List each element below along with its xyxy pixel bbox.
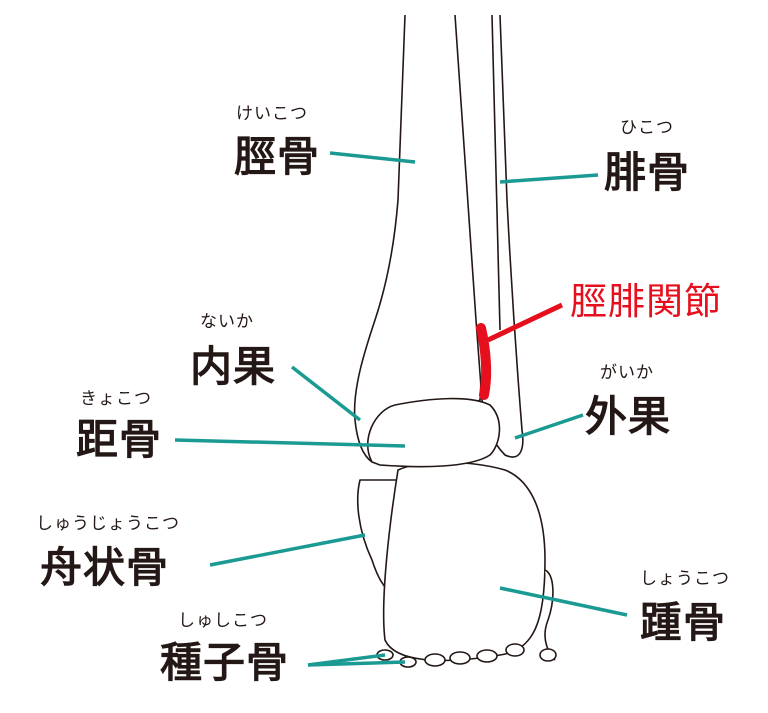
sesamoid-reading: しゅしこつ: [178, 611, 268, 631]
talus-reading: きょこつ: [80, 389, 152, 409]
tibiofibular-joint-label: 脛腓関節: [570, 280, 722, 323]
navicular-reading: しゅうじょうこつ: [36, 514, 180, 534]
lateral-malleolus-leader: [514, 413, 584, 440]
fibula-label: 腓骨: [604, 148, 691, 197]
talus-bone: [366, 397, 501, 468]
medial-malleolus-leader: [290, 365, 362, 422]
calcaneus-bone: [382, 461, 546, 662]
sesamoid-label: 種子骨: [160, 638, 290, 687]
calcaneus-label: 踵骨: [640, 598, 727, 647]
tibia-leader: [329, 151, 416, 164]
sesamoid-leader-2: [307, 660, 406, 667]
navicular-leader: [209, 533, 366, 567]
talus-label: 距骨: [76, 415, 163, 464]
tibiofibular-joint-leader: [486, 302, 564, 343]
tibia-reading: けいこつ: [236, 104, 308, 124]
lateral-malleolus-label: 外果: [585, 392, 672, 441]
medial-malleolus-reading: ないか: [200, 312, 254, 332]
medial-malleolus-label: 内果: [190, 342, 277, 391]
calcaneus-leader: [499, 586, 628, 617]
navicular-label: 舟状骨: [40, 543, 170, 592]
tibiofibular-joint-mark: [476, 323, 492, 400]
calcaneus-reading: しょうこつ: [640, 569, 730, 589]
lateral-malleolus-reading: がいか: [600, 363, 654, 383]
talus-leader: [174, 438, 406, 448]
tibia-label: 脛骨: [234, 132, 321, 181]
fibula-reading: ひこつ: [620, 118, 674, 138]
fibula-leader: [499, 173, 599, 184]
